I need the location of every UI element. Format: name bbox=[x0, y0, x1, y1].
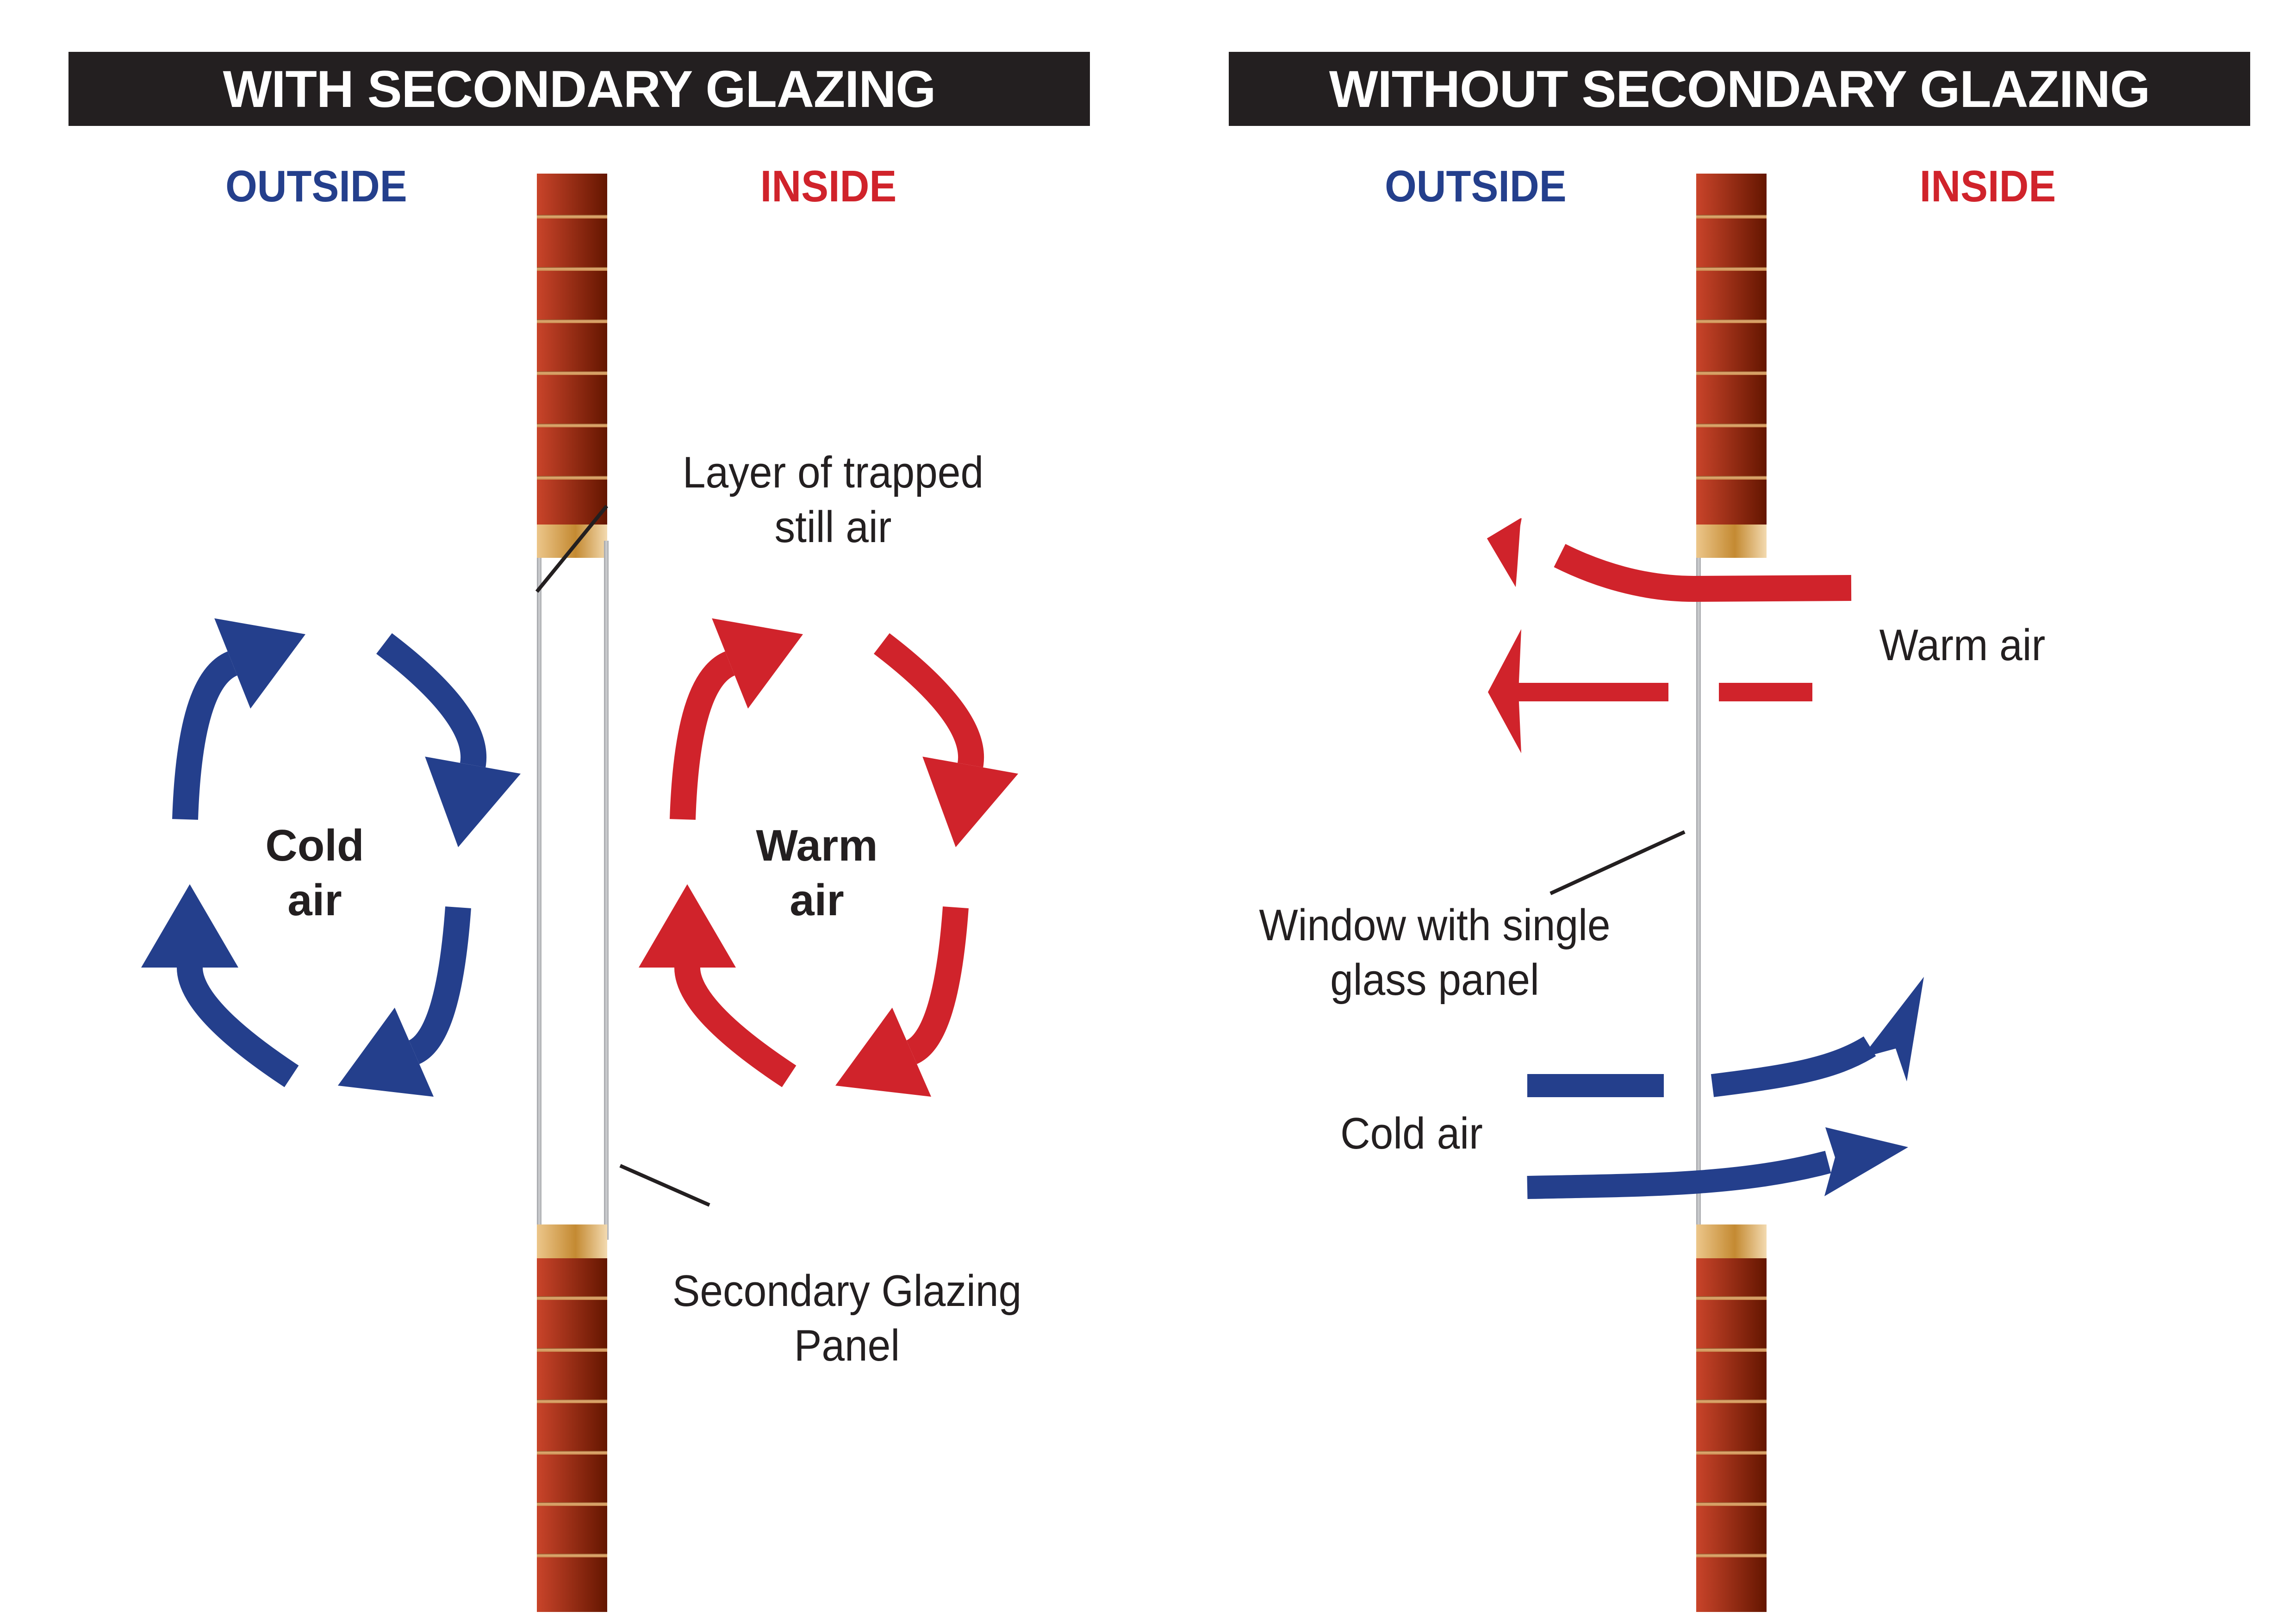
cold-loop-arrow-up-right-icon bbox=[172, 618, 305, 820]
mortar-line bbox=[1696, 1399, 1767, 1403]
mortar-line bbox=[1696, 476, 1767, 480]
caption-line: air bbox=[790, 875, 844, 925]
header-with-secondary-glazing: WITH SECONDARY GLAZING bbox=[68, 52, 1090, 126]
window-sill-right-bottom bbox=[1696, 1224, 1767, 1258]
mortar-line bbox=[1696, 424, 1767, 427]
leader-line-secondary-panel bbox=[619, 1164, 710, 1207]
caption-line: Warm air bbox=[1879, 620, 2046, 670]
warm-loop-arrow-down-left-icon bbox=[835, 906, 969, 1097]
header-title: WITHOUT SECONDARY GLAZING bbox=[1329, 60, 2150, 118]
mortar-line bbox=[1696, 1554, 1767, 1557]
caption-line: Layer of trapped bbox=[682, 448, 984, 497]
mortar-line bbox=[1696, 1296, 1767, 1300]
warm-loop-arrow-up-right-icon bbox=[670, 618, 803, 820]
caption-line: glass panel bbox=[1330, 955, 1539, 1005]
window-sill-right-top bbox=[1696, 525, 1767, 558]
mortar-line bbox=[1696, 267, 1767, 271]
cold-air-enter-dashed-arrow bbox=[1527, 977, 1924, 1097]
mortar-line bbox=[1696, 319, 1767, 323]
window-glass-left bbox=[537, 558, 541, 1224]
caption-line: Window with single bbox=[1259, 900, 1611, 950]
wall-left-upper bbox=[537, 174, 607, 525]
inside-label-right: INSIDE bbox=[1919, 162, 2056, 211]
mortar-line bbox=[1696, 215, 1767, 219]
leader-line-window bbox=[1549, 830, 1686, 895]
window-annotation: Window with single glass panel bbox=[1228, 898, 1642, 1007]
header-without-secondary-glazing: WITHOUT SECONDARY GLAZING bbox=[1229, 52, 2250, 126]
secondary-glazing-panel bbox=[604, 541, 609, 1240]
mortar-line bbox=[1696, 371, 1767, 375]
caption-line: still air bbox=[774, 502, 892, 552]
outside-label-left: OUTSIDE bbox=[225, 162, 407, 211]
cold-air-caption: Cold air bbox=[1317, 1106, 1506, 1161]
caption-line: Panel bbox=[794, 1321, 900, 1370]
window-sill-left-top bbox=[537, 525, 607, 558]
warm-loop-arrow-up-icon bbox=[639, 884, 796, 1087]
caption-line: Secondary Glazing bbox=[672, 1266, 1022, 1316]
wall-left-lower bbox=[537, 1258, 607, 1612]
cold-loop-arrow-down-icon bbox=[376, 633, 521, 847]
warm-air-caption: Warm air bbox=[1855, 618, 2070, 673]
cold-loop-arrow-up-icon bbox=[141, 884, 299, 1087]
cold-air-enter-curved-arrow bbox=[1527, 1127, 1908, 1199]
inside-label-left: INSIDE bbox=[760, 162, 897, 211]
mortar-line bbox=[1696, 1451, 1767, 1455]
warm-air-escape-curved-arrow bbox=[1487, 518, 1852, 602]
caption-line: Cold bbox=[265, 821, 364, 870]
mortar-line bbox=[1696, 1502, 1767, 1506]
single-glass-panel bbox=[1696, 558, 1701, 1224]
header-title: WITH SECONDARY GLAZING bbox=[223, 60, 936, 118]
caption-line: Cold air bbox=[1340, 1109, 1483, 1158]
secondary-panel-annotation: Secondary Glazing Panel bbox=[662, 1264, 1032, 1373]
outside-label-right: OUTSIDE bbox=[1385, 162, 1567, 211]
cold-air-label: Cold air bbox=[222, 818, 407, 928]
warm-loop-arrow-down-icon bbox=[874, 633, 1019, 847]
caption-line: air bbox=[287, 875, 342, 925]
warm-air-label: Warm air bbox=[724, 818, 909, 928]
caption-line: Warm bbox=[756, 821, 878, 870]
mortar-line bbox=[1696, 1348, 1767, 1352]
trapped-air-annotation: Layer of trapped still air bbox=[661, 445, 1005, 555]
warm-air-escape-straight-arrow bbox=[1488, 629, 1812, 753]
window-sill-left-bottom bbox=[537, 1224, 607, 1258]
cold-loop-arrow-down-left-icon bbox=[338, 906, 471, 1097]
leader-line-trapped-air bbox=[535, 505, 609, 593]
wall-right-lower bbox=[1696, 1258, 1767, 1612]
wall-right-upper bbox=[1696, 174, 1767, 525]
